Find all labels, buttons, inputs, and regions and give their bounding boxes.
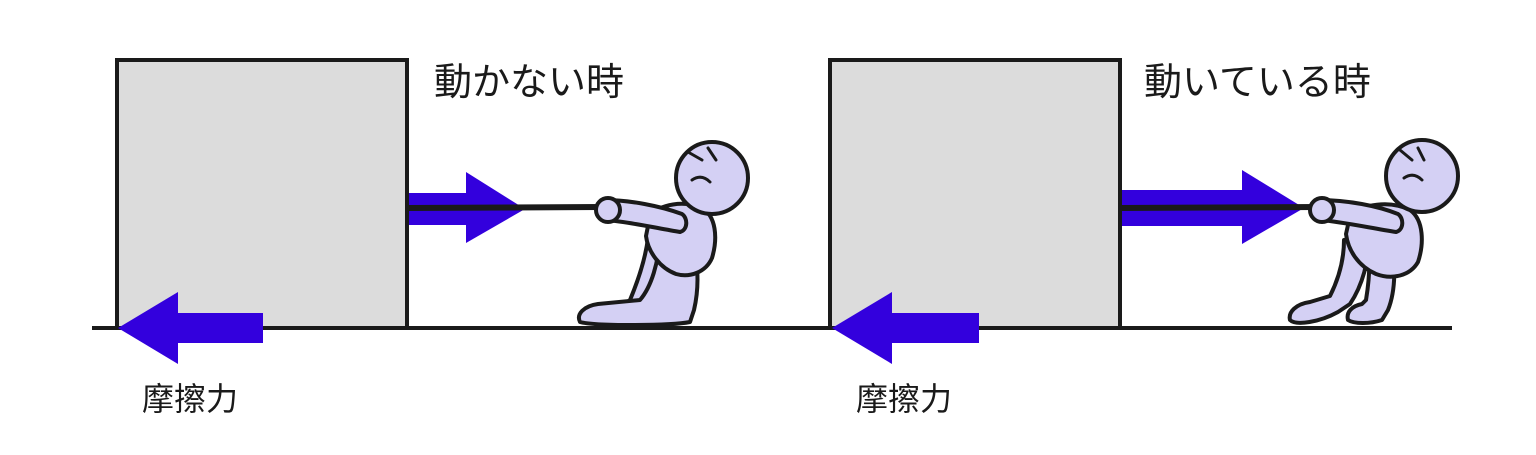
- panel-moving: [828, 58, 1460, 364]
- friction-label-static: 摩擦力: [142, 380, 239, 418]
- face-moving: [1398, 146, 1426, 182]
- box-moving: [828, 58, 1122, 330]
- pulling-person-moving: [1287, 138, 1460, 325]
- title-moving: 動いている時: [1144, 60, 1371, 104]
- friction-arrow-static-icon: [118, 292, 263, 364]
- rope-static: [408, 204, 603, 211]
- panel-static: [115, 58, 750, 364]
- friction-label-moving: 摩擦力: [856, 380, 953, 418]
- pulling-person-static: [577, 140, 750, 327]
- box-static: [115, 58, 409, 330]
- friction-arrow-moving: [832, 292, 979, 364]
- title-static: 動かない時: [434, 60, 625, 104]
- rope-moving: [1121, 204, 1321, 211]
- face-static: [686, 146, 718, 184]
